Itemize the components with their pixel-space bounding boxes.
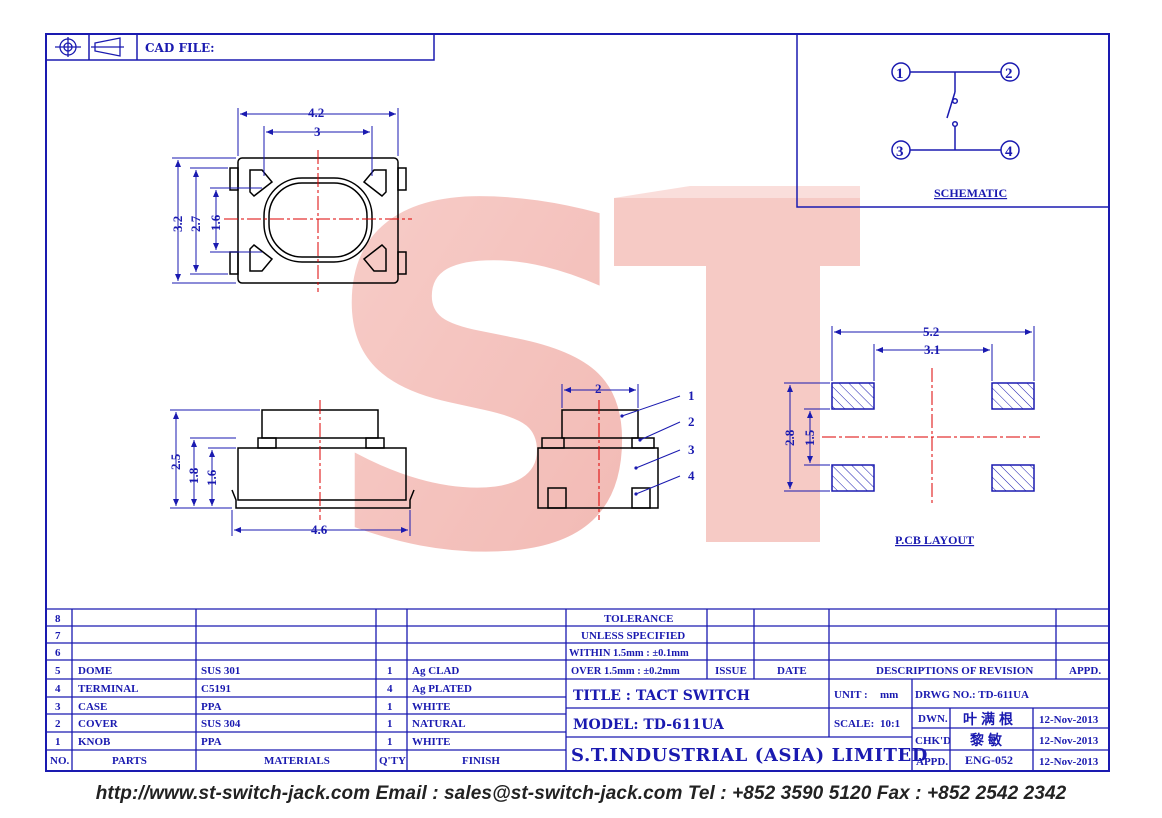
pin-label: 2 xyxy=(1005,66,1013,82)
bom-part: COVER xyxy=(78,718,119,730)
top-view: 4.2 3 3.2 2.7 1.6 xyxy=(170,105,412,292)
pcb-layout-title: P.CB LAYOUT xyxy=(895,533,974,547)
bom-part: DOME xyxy=(78,665,112,677)
revision-block: TOLERANCE UNLESS SPECIFIED WITHIN 1.5mm … xyxy=(566,609,1109,680)
callout-label: 2 xyxy=(688,414,695,429)
model-number: MODEL: TD-611UA xyxy=(573,717,725,733)
drawing-number: DRWG NO.: TD-611UA xyxy=(915,689,1029,701)
bom-finish: Ag CLAD xyxy=(412,665,459,677)
tolerance-title: TOLERANCE xyxy=(604,613,673,625)
drawn-date: 12-Nov-2013 xyxy=(1039,714,1099,726)
dim-label: 4.6 xyxy=(311,522,328,537)
bom-qty: 4 xyxy=(387,683,393,695)
bom-no: 5 xyxy=(55,665,61,677)
drawn-by-label: DWN. xyxy=(918,713,948,725)
bom-header-parts: PARTS xyxy=(112,755,147,767)
dim-label: 1.5 xyxy=(802,429,817,446)
approved-by-label: APPD. xyxy=(916,756,948,768)
revision-issue-header: ISSUE xyxy=(715,665,747,677)
checked-by-name: 黎敏 xyxy=(970,732,1006,749)
dim-label: 2.5 xyxy=(168,453,183,470)
drawing-border xyxy=(45,33,1110,772)
bom-qty: 1 xyxy=(387,665,393,677)
dim-label: 2 xyxy=(595,381,602,396)
checked-date: 12-Nov-2013 xyxy=(1039,735,1099,747)
bom-header-no: NO. xyxy=(50,755,70,767)
approved-date: 12-Nov-2013 xyxy=(1039,756,1099,768)
tolerance-within: WITHIN 1.5mm : ±0.1mm xyxy=(569,648,689,659)
bom-header-qty: Q'TY xyxy=(379,755,406,767)
schematic-title: SCHEMATIC xyxy=(934,186,1007,200)
st-watermark: S xyxy=(318,109,860,656)
dim-label: 3.1 xyxy=(924,342,940,357)
pin-label: 4 xyxy=(1005,144,1013,160)
dim-label: 1.6 xyxy=(204,469,219,486)
title-block: TITLE : TACT SWITCH MODEL: TD-611UA S.T.… xyxy=(566,679,1109,771)
bom-material: PPA xyxy=(201,701,222,713)
revision-date-header: DATE xyxy=(777,665,807,677)
bom-no: 3 xyxy=(55,701,61,713)
bom-no: 2 xyxy=(55,718,61,730)
dim-label: 3.2 xyxy=(170,216,185,232)
dim-label: 2.7 xyxy=(188,215,203,232)
bom-material: C5191 xyxy=(201,683,231,695)
bom-header-finish: FINISH xyxy=(462,755,500,767)
dim-label: 1.8 xyxy=(186,467,201,484)
dim-label: 5.2 xyxy=(923,324,939,339)
bom-qty: 1 xyxy=(387,736,393,748)
scale-value: 10:1 xyxy=(880,718,900,730)
schematic-panel: 1 2 3 4 SCHEMATIC xyxy=(796,33,1110,208)
bom-finish: WHITE xyxy=(412,701,451,713)
bom-part: CASE xyxy=(78,701,107,713)
bom-no: 8 xyxy=(55,613,61,625)
bom-no: 4 xyxy=(55,683,61,695)
callout-label: 4 xyxy=(688,468,695,483)
bom-table: 8 7 6 5 4 3 2 1 DOME TERMINAL CASE COVER… xyxy=(46,608,1109,771)
pin-label: 3 xyxy=(896,144,904,160)
tolerance-subtitle: UNLESS SPECIFIED xyxy=(581,630,685,642)
header-box: CAD FILE: xyxy=(45,33,435,61)
bom-qty: 1 xyxy=(387,718,393,730)
drawn-by-name: 叶满根 xyxy=(963,711,1017,728)
checked-by-label: CHK'D xyxy=(915,735,951,747)
side-view: 2.5 1.8 1.6 4.6 xyxy=(168,400,415,537)
projection-symbol-icon xyxy=(55,37,124,57)
revision-appd-header: APPD. xyxy=(1069,665,1101,677)
dim-label: 3 xyxy=(314,124,321,139)
bom-header-materials: MATERIALS xyxy=(264,755,330,767)
scale-label: SCALE: xyxy=(834,718,874,730)
unit-label: UNIT : xyxy=(834,689,868,701)
bom-material: SUS 301 xyxy=(201,665,240,677)
bom-finish: WHITE xyxy=(412,736,451,748)
bom-qty: 1 xyxy=(387,701,393,713)
bom-part: KNOB xyxy=(78,736,111,748)
company-name: S.T.INDUSTRIAL (ASIA) LIMITED xyxy=(571,745,928,766)
revision-desc-header: DESCRIPTIONS OF REVISION xyxy=(876,665,1033,677)
tolerance-over: OVER 1.5mm : ±0.2mm xyxy=(571,666,680,677)
svg-text:S: S xyxy=(318,109,657,656)
bom-material: SUS 304 xyxy=(201,718,241,730)
cad-file-label: CAD FILE: xyxy=(145,41,215,55)
pcb-layout: 5.2 3.1 2.8 1.5 P.CB LAYOUT xyxy=(782,324,1040,547)
bom-finish: Ag PLATED xyxy=(412,683,472,695)
bom-part: TERMINAL xyxy=(78,683,139,695)
dim-label: 2.8 xyxy=(782,429,797,446)
drawing-title: TITLE : TACT SWITCH xyxy=(573,688,750,704)
callout-label: 3 xyxy=(688,442,695,457)
bom-no: 1 xyxy=(55,736,61,748)
approved-by-name: ENG-052 xyxy=(965,753,1013,767)
bom-material: PPA xyxy=(201,736,222,748)
pin-label: 1 xyxy=(896,66,904,82)
contact-footer: http://www.st-switch-jack.com Email : sa… xyxy=(95,783,1067,804)
dim-label: 1.6 xyxy=(208,214,223,231)
end-view: 2 1 2 3 4 xyxy=(537,381,695,520)
bom-no: 7 xyxy=(55,630,61,642)
dim-label: 4.2 xyxy=(308,105,324,120)
technical-drawing: S CAD FILE: 1 2 3 4 SCHEMATIC xyxy=(45,33,1110,772)
callout-label: 1 xyxy=(688,388,695,403)
bom-no: 6 xyxy=(55,647,61,659)
bom-finish: NATURAL xyxy=(412,718,466,730)
unit-value: mm xyxy=(880,689,898,701)
